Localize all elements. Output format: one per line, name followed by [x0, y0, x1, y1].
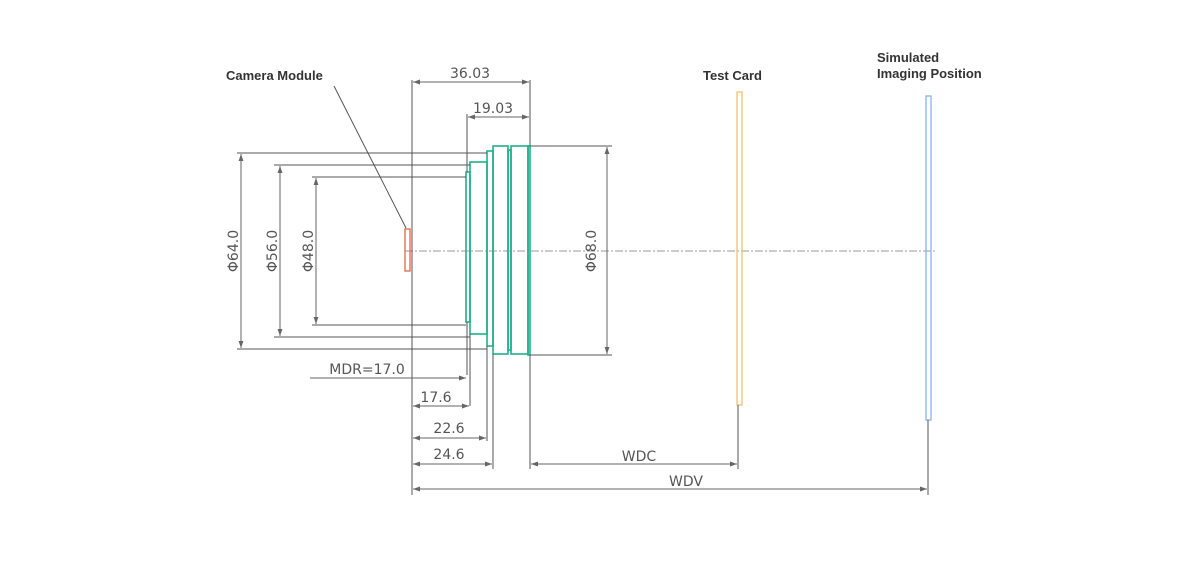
camera-module-leader: [333, 85, 407, 229]
dimension-lines: [238, 79, 927, 492]
extension-lines: [237, 80, 929, 495]
dim-wdv: WDV: [669, 474, 703, 490]
dim-phi-48: Φ48.0: [301, 230, 317, 272]
test-card: [736, 91, 743, 406]
dim-17-6: 17.6: [420, 390, 451, 406]
dim-36-03: 36.03: [450, 66, 490, 82]
dim-22-6: 22.6: [433, 421, 464, 437]
dim-wdc: WDC: [622, 449, 657, 465]
simulated-imaging-position: [925, 95, 932, 421]
test-card-label: Test Card: [703, 68, 762, 83]
camera-module-label: Camera Module: [226, 68, 323, 83]
dim-19-03: 19.03: [473, 101, 513, 117]
dim-phi-68: Φ68.0: [584, 230, 600, 272]
dim-phi-56: Φ56.0: [265, 230, 281, 272]
lens-body: [465, 145, 531, 356]
dim-mdr: MDR=17.0: [329, 362, 405, 378]
dim-24-6: 24.6: [433, 447, 464, 463]
simulated-label-line1: Simulated: [877, 50, 939, 65]
camera-module-sensor: [404, 228, 411, 272]
simulated-label-line2: Imaging Position: [877, 66, 982, 81]
dim-phi-64: Φ64.0: [226, 230, 242, 272]
